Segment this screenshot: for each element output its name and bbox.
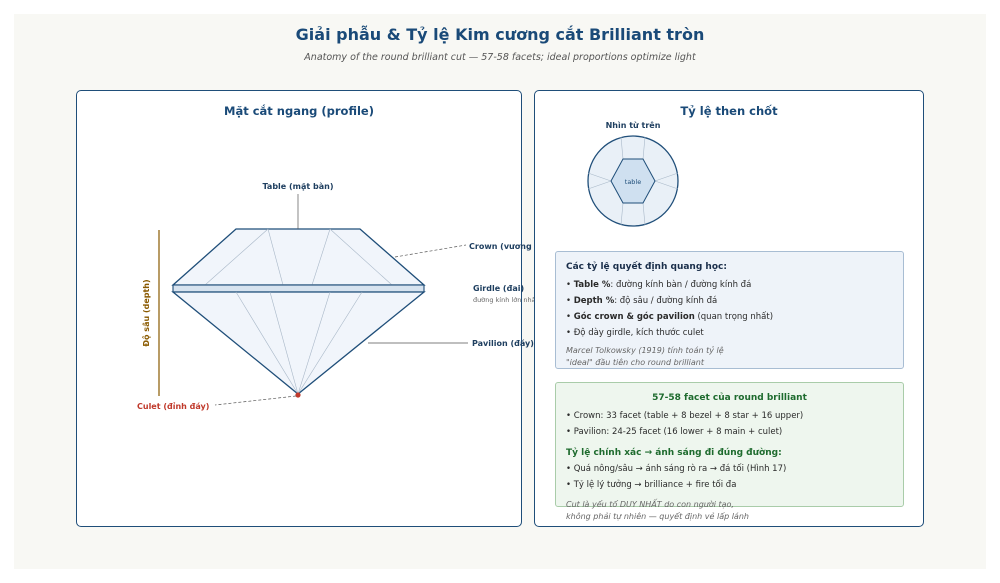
facets-box: 57-58 facet của round brilliant • Crown:… — [555, 382, 904, 521]
facets-subitem-ideal: • Tỷ lệ lý tưởng → brilliance + fire tối… — [566, 480, 737, 490]
table-label: Table (mặt bàn) — [263, 182, 334, 191]
facets-note-2: không phải tự nhiên — quyết định vẻ lấp … — [566, 512, 749, 521]
proportions-panel-title: Tỷ lệ then chốt — [680, 104, 778, 118]
top-view-table-hexagon — [610, 158, 656, 204]
proportions-panel: Tỷ lệ then chốt Nhìn từ trên table Các t… — [534, 90, 924, 527]
crown-leader — [394, 244, 467, 258]
culet-label: Culet (đỉnh đáy) — [137, 401, 209, 411]
profile-panel-title: Mặt cắt ngang (profile) — [224, 104, 374, 118]
top-view-facet-lines — [587, 136, 679, 226]
crown-shape — [171, 228, 426, 286]
top-view-diagram: table — [587, 135, 679, 227]
optics-item-girdle: • Độ dày girdle, kích thước culet — [566, 328, 704, 338]
facets-heading: 57-58 facet của round brilliant — [652, 393, 807, 403]
culet-leader — [214, 395, 297, 406]
optics-note-2: "ideal" đầu tiên cho round brilliant — [566, 358, 704, 367]
optics-item-depth: • Depth %: độ sâu / đường kính đá — [566, 296, 718, 306]
top-view-table-label: table — [625, 178, 641, 186]
facets-item-crown: • Crown: 33 facet (table + 8 bezel + 8 s… — [566, 411, 804, 421]
pavilion-label: Pavilion (đáy) — [472, 339, 534, 348]
page-title: Giải phẫu & Tỷ lệ Kim cương cắt Brillian… — [295, 25, 705, 44]
depth-label: Độ sâu (depth) — [142, 279, 151, 346]
girdle-band — [172, 284, 425, 293]
pavilion-shape — [171, 291, 426, 395]
girdle-sublabel: đường kính lớn nhất — [473, 296, 539, 304]
optics-heading: Các tỷ lệ quyết định quang học: — [566, 262, 727, 272]
page-subtitle: Anatomy of the round brilliant cut — 57-… — [304, 52, 696, 63]
top-view-title: Nhìn từ trên — [605, 121, 661, 130]
pavilion-facet-lines — [235, 291, 363, 395]
facets-subheading: Tỷ lệ chính xác → ánh sáng đi đúng đường… — [566, 448, 782, 458]
facets-item-pavilion: • Pavilion: 24-25 facet (16 lower + 8 ma… — [566, 427, 783, 437]
optics-item-angles: • Góc crown & góc pavilion (quan trọng n… — [566, 312, 774, 322]
crown-label: Crown (vương miện) — [469, 242, 560, 251]
crown-facet-lines — [204, 228, 393, 286]
culet-dot — [295, 392, 301, 398]
facets-subitem-shallow-deep: • Quá nông/sâu → ánh sáng rò ra → đá tối… — [566, 464, 787, 474]
optics-proportions-box: Các tỷ lệ quyết định quang học: • Table … — [555, 251, 904, 369]
girdle-label: Girdle (đai) — [473, 284, 524, 293]
optics-note-1: Marcel Tolkowsky (1919) tính toán tỷ lệ — [566, 346, 724, 355]
facets-note-1: Cut là yếu tố DUY NHẤT do con người tạo, — [566, 500, 734, 509]
optics-item-table: • Table %: đường kính bàn / đường kính đ… — [566, 280, 752, 290]
